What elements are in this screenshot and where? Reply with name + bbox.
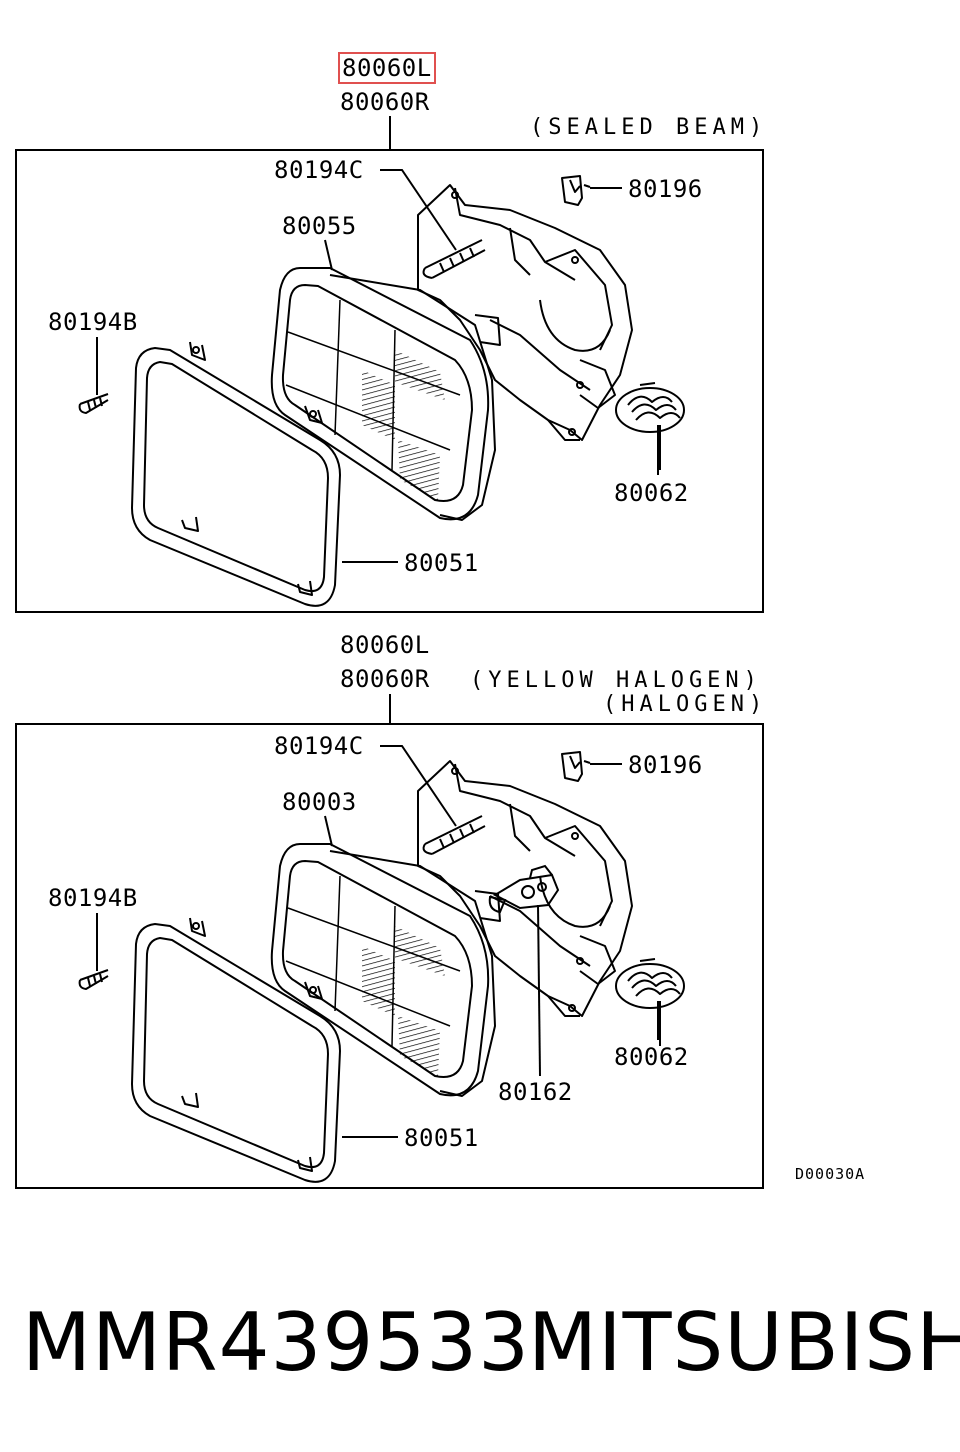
part-label-lamp-2[interactable]: 80003 — [282, 788, 357, 816]
assembly-label-right-2[interactable]: 80060R — [340, 665, 430, 693]
diagram-code: D00030A — [795, 1165, 866, 1183]
part-label-spring[interactable]: 80062 — [614, 479, 689, 507]
assembly-label-left-highlighted[interactable]: 80060L — [338, 52, 436, 84]
part-label-ring[interactable]: 80051 — [404, 549, 479, 577]
panel-frame-top — [15, 149, 764, 613]
note-yellow-halogen: (YELLOW HALOGEN) — [470, 668, 762, 693]
panel-frame-bottom — [15, 723, 764, 1189]
part-label-screw-top[interactable]: 80194C — [274, 156, 364, 184]
assembly-label-right[interactable]: 80060R — [340, 88, 430, 116]
part-label-spring-2[interactable]: 80062 — [614, 1043, 689, 1071]
part-label-clip[interactable]: 80196 — [628, 175, 703, 203]
part-label-clip-2[interactable]: 80196 — [628, 751, 703, 779]
footer-brand: MITSUBISHI — [528, 1296, 960, 1389]
assembly-label-left-2[interactable]: 80060L — [340, 631, 430, 659]
footer-part-number: MMR439533 — [22, 1296, 531, 1389]
bulb-drawing — [488, 864, 560, 1077]
part-label-screw-top-2[interactable]: 80194C — [274, 732, 364, 760]
note-sealed-beam: (SEALED BEAM) — [530, 115, 768, 140]
note-halogen: (HALOGEN) — [603, 692, 768, 717]
part-label-bulb[interactable]: 80162 — [498, 1078, 573, 1106]
part-label-screw-left-2[interactable]: 80194B — [48, 884, 138, 912]
part-label-lamp[interactable]: 80055 — [282, 212, 357, 240]
part-label-ring-2[interactable]: 80051 — [404, 1124, 479, 1152]
part-label-screw-left[interactable]: 80194B — [48, 308, 138, 336]
